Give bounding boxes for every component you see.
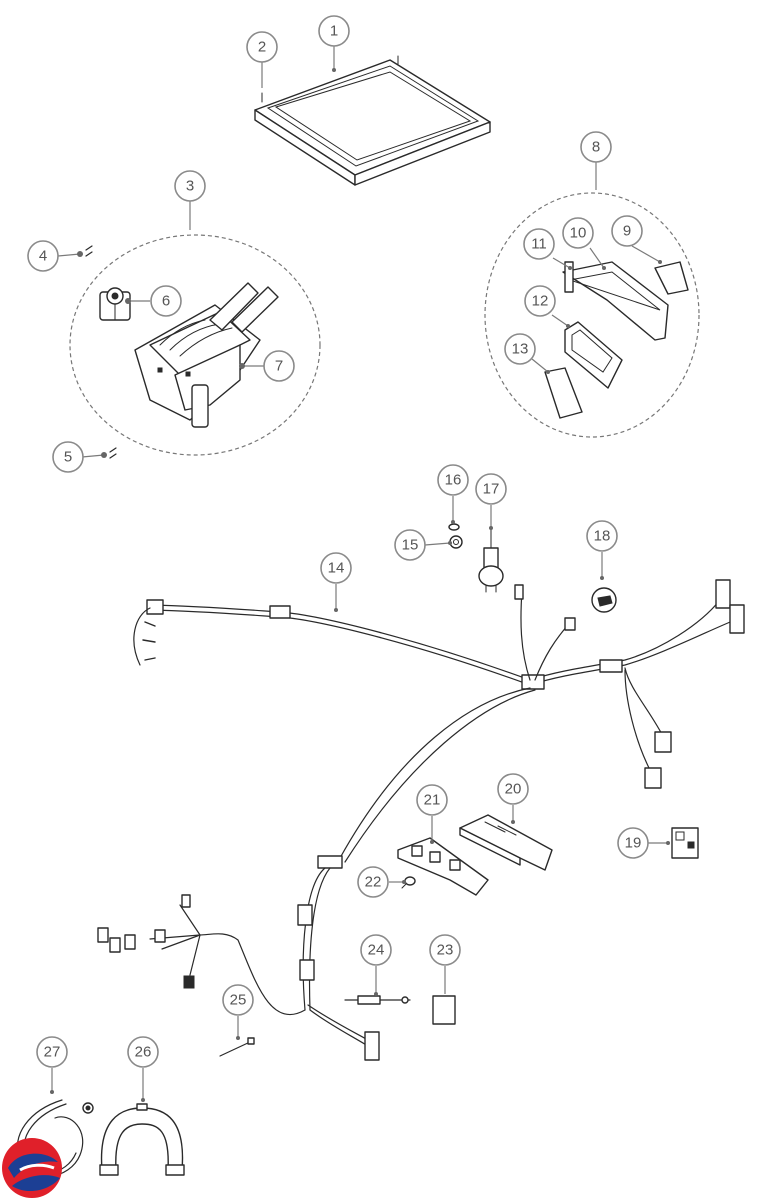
callout-14: 14 <box>320 552 352 584</box>
callout-3: 3 <box>174 170 206 202</box>
washer-part-16 <box>448 523 460 531</box>
callout-26: 26 <box>127 1036 159 1068</box>
callout-4-label: 4 <box>39 248 47 265</box>
clamp-part-26 <box>99 1103 185 1176</box>
callout-25: 25 <box>222 984 254 1016</box>
callout-11: 11 <box>523 228 555 260</box>
callout-2: 2 <box>246 31 278 63</box>
lid-frame-part <box>254 55 491 186</box>
callout-11-label: 11 <box>531 236 547 253</box>
callout-24-label: 24 <box>368 942 385 959</box>
group-3-outline <box>69 234 321 456</box>
callout-17-label: 17 <box>483 481 500 498</box>
callout-3-label: 3 <box>186 178 194 195</box>
callout-9-label: 9 <box>623 223 631 240</box>
group-8-outline <box>484 192 700 438</box>
callout-7: 7 <box>263 350 295 382</box>
callout-21-label: 21 <box>424 792 441 809</box>
knob-part-18 <box>591 587 617 613</box>
callout-22: 22 <box>357 866 389 898</box>
callout-7-label: 7 <box>275 358 283 375</box>
callout-27: 27 <box>36 1036 68 1068</box>
callout-20: 20 <box>497 773 529 805</box>
screw-part-5 <box>109 447 117 459</box>
control-board-part-19 <box>671 827 699 859</box>
callout-26-label: 26 <box>135 1044 152 1061</box>
callout-5-label: 5 <box>64 449 72 466</box>
callout-2-label: 2 <box>258 39 266 56</box>
dispenser-assembly-part <box>134 282 279 428</box>
callout-15-label: 15 <box>402 537 419 554</box>
valve-part-6 <box>99 287 131 321</box>
cover-part-20 <box>459 814 553 871</box>
callout-17: 17 <box>475 473 507 505</box>
callout-8-label: 8 <box>592 139 600 156</box>
callout-21: 21 <box>416 784 448 816</box>
callout-4: 4 <box>27 240 59 272</box>
cable-tie-part-25 <box>219 1037 255 1057</box>
callout-12-label: 12 <box>532 293 549 310</box>
wire-harness-part <box>97 579 745 1061</box>
callout-1-label: 1 <box>330 23 338 40</box>
label-part-23 <box>432 995 456 1025</box>
brand-logo <box>2 1138 62 1198</box>
callout-8: 8 <box>580 131 612 163</box>
callout-16: 16 <box>437 464 469 496</box>
fuse-part-24 <box>344 995 411 1005</box>
callout-24: 24 <box>360 934 392 966</box>
bracket-part-21 <box>397 837 489 896</box>
callout-1: 1 <box>318 15 350 47</box>
callout-6-label: 6 <box>162 293 170 310</box>
callout-23-label: 23 <box>437 942 454 959</box>
callout-5: 5 <box>52 441 84 473</box>
callout-12: 12 <box>524 285 556 317</box>
callout-6: 6 <box>150 285 182 317</box>
sensor-part-17 <box>478 529 504 593</box>
callout-19: 19 <box>617 827 649 859</box>
leader-lines <box>50 46 670 1102</box>
callout-13-label: 13 <box>512 341 529 358</box>
callout-18: 18 <box>586 520 618 552</box>
callout-10: 10 <box>562 217 594 249</box>
screw-part-4 <box>85 245 93 257</box>
callout-22-label: 22 <box>365 874 382 891</box>
nut-part-15 <box>449 535 463 549</box>
callout-20-label: 20 <box>505 781 522 798</box>
callout-23: 23 <box>429 934 461 966</box>
callout-10-label: 10 <box>570 225 587 242</box>
callout-27-label: 27 <box>44 1044 61 1061</box>
callout-15: 15 <box>394 529 426 561</box>
callout-16-label: 16 <box>445 472 462 489</box>
callout-25-label: 25 <box>230 992 247 1009</box>
callout-14-label: 14 <box>328 560 345 577</box>
callout-9: 9 <box>611 215 643 247</box>
callout-13: 13 <box>504 333 536 365</box>
callout-19-label: 19 <box>625 835 642 852</box>
control-panel-assembly-part <box>544 261 689 419</box>
callout-18-label: 18 <box>594 528 611 545</box>
